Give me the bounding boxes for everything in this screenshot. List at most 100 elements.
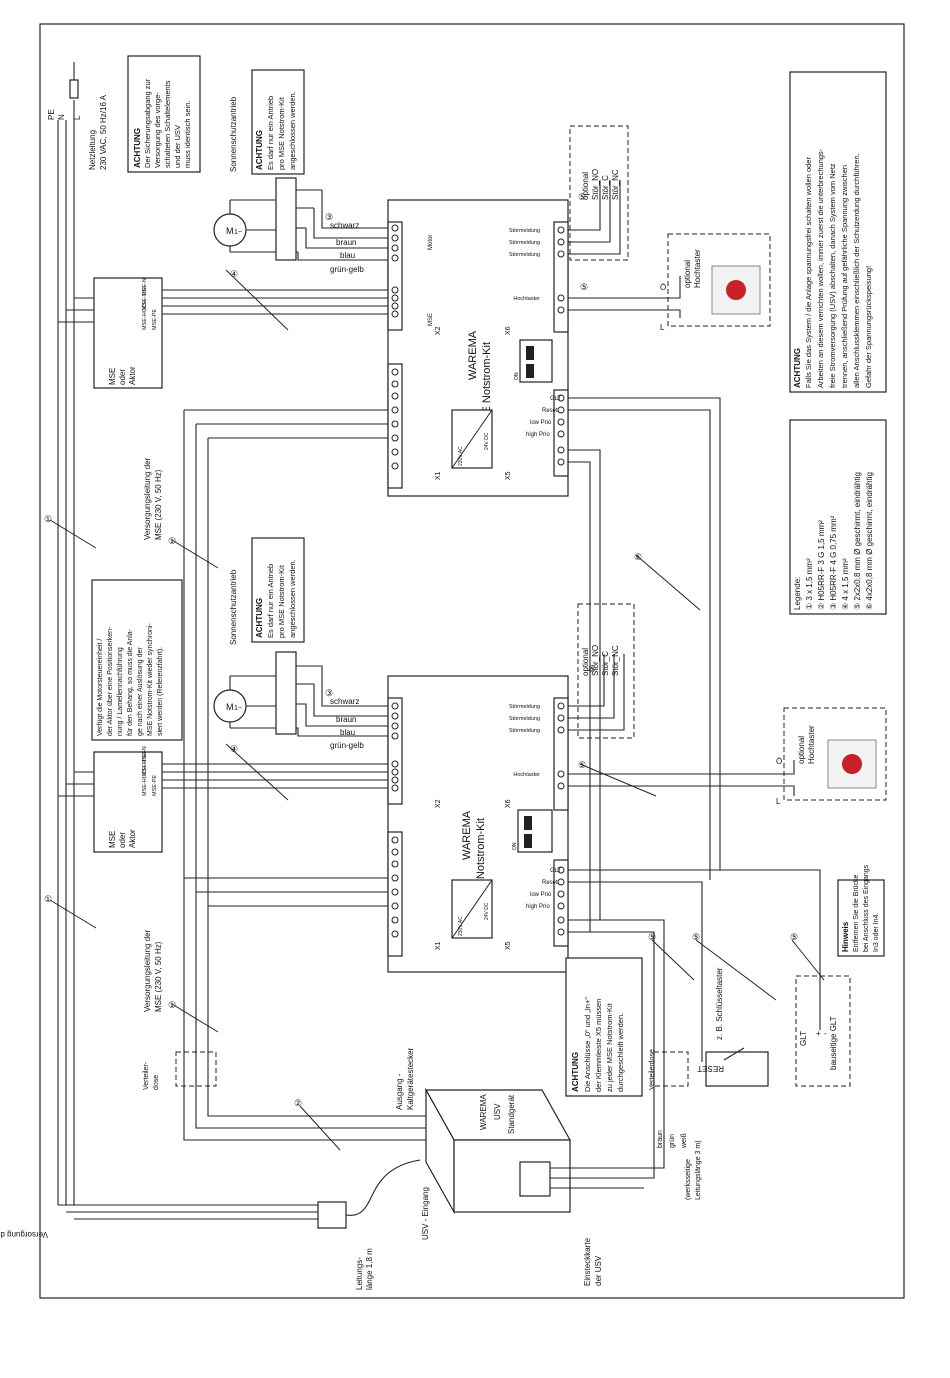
mains-pe-label: PE xyxy=(47,109,56,120)
x6-label: X6 xyxy=(505,799,512,808)
cable-length-label: Leitungs- xyxy=(355,1257,364,1290)
x2-label: X2 xyxy=(435,799,442,808)
x5-label: X5 xyxy=(505,471,512,480)
note-line: freie Stromversorgung (USV) abschalten, … xyxy=(828,163,837,388)
sheet-frame xyxy=(39,23,905,1299)
mse-term: MSE-HOCH xyxy=(142,766,148,796)
card-label: der USV xyxy=(594,1255,603,1286)
x5-pin: low Prio xyxy=(530,420,552,426)
note-line: zu jeder MSE Notstrom-Kit xyxy=(605,1002,614,1092)
unit-1: MSE oder Aktor MSE-HOCH MSE-TIEF MSE-N M… xyxy=(44,69,771,932)
x6-pin: Störmeldung xyxy=(509,728,540,734)
note-line: der Aktor über eine Positionserken- xyxy=(107,626,114,736)
button-title: optional xyxy=(683,260,692,288)
cable-ref-1: ① xyxy=(44,894,52,904)
note-line: In3 oder In4. xyxy=(873,913,880,952)
button-title: Hochtaster xyxy=(807,725,816,764)
note-line: pro MSE Notstrom-Kit xyxy=(277,564,286,638)
legend-item: ⑥ 4x2x0,8 mm Ø geschirmt, eindrähtig xyxy=(865,472,874,610)
kit-brand: WAREMA xyxy=(461,810,473,860)
distribution-box xyxy=(175,1051,217,1087)
note-title: ACHTUNG xyxy=(255,130,264,170)
mse-label: oder xyxy=(118,832,127,848)
card-label: Einsteckkarte xyxy=(583,1237,592,1286)
note-line: Es darf nur ein Antrieb xyxy=(266,96,275,170)
dip-s2 xyxy=(526,364,534,378)
note-achtung-main: ACHTUNG Falls Sie das System / die Anlag… xyxy=(789,71,887,393)
note-title: ACHTUNG xyxy=(793,348,802,388)
motor-letter: M xyxy=(226,702,234,712)
wire-black: schwarz xyxy=(330,697,359,706)
cable-ref-1: ① xyxy=(168,1000,176,1010)
note-achtung-x5: ACHTUNG Die Anschlüsse „0“ und „In+“ der… xyxy=(565,957,643,1097)
x5-pin: high Prio xyxy=(526,904,550,910)
drive-label: Sonnenschutzantrieb xyxy=(229,96,238,172)
ups-title: USV xyxy=(493,1103,502,1120)
mse-label: oder xyxy=(118,369,127,385)
note-achtung-drive xyxy=(251,69,305,175)
note-line: Verfügt die Motorsteuereinheit / xyxy=(97,639,104,736)
note-line: schalteten Schaltelements xyxy=(163,80,172,168)
ups-title: Standgerät xyxy=(507,1094,516,1134)
cable-ref-6: ⑥ xyxy=(634,552,642,562)
wire-blue: blau xyxy=(340,251,355,260)
cable-ref-5: ⑤ xyxy=(692,932,700,942)
x6-terminal-strip xyxy=(553,697,569,811)
supply-label: MSE (230 V, 50 Hz) xyxy=(154,469,163,540)
distribution-label: Verteilerdose xyxy=(649,1049,656,1090)
note-line: Der Sicherungsabgang zur xyxy=(143,78,152,168)
mse-box xyxy=(93,277,163,389)
psu-out: 24V DC xyxy=(484,432,490,450)
x5-terminal-strip xyxy=(553,389,569,477)
distribution-label: Verteiler- xyxy=(143,1061,150,1090)
mse-term: MSE-N xyxy=(142,278,148,296)
mains-l-label: L xyxy=(73,115,82,120)
mse-box xyxy=(93,751,163,853)
cable-ref-3: ③ xyxy=(325,212,333,222)
note-line: Gefahr der Spannungsrückspeisung! xyxy=(864,266,873,388)
dip-on: ON xyxy=(512,842,518,850)
note-line: und der USV xyxy=(173,125,182,168)
mains-n-label: N xyxy=(57,114,66,120)
note-line: pro MSE Notstrom-Kit xyxy=(277,96,286,170)
card-length: Leitungslänge 3 m) xyxy=(695,1140,702,1200)
note-line: der Klemmleiste X5 müssen xyxy=(594,999,603,1092)
x1-label: X1 xyxy=(435,941,442,950)
mse-label: Aktor xyxy=(128,366,137,385)
mains-fuse-icon xyxy=(69,79,79,99)
dip-on: ON xyxy=(514,372,520,380)
glt-minus: - xyxy=(824,1029,827,1038)
psu-in: 230V AC xyxy=(458,916,464,936)
wire-black: schwarz xyxy=(330,221,359,230)
mse-term: MSE-HOCH xyxy=(142,300,148,330)
x1-terminal-strip xyxy=(387,363,403,489)
x2-pin: MSE xyxy=(428,313,434,326)
motor-phase: 1~ xyxy=(234,229,242,236)
legend-item: ④ 4 x 1,5 mm² xyxy=(841,558,850,610)
note-line: ge nach einer Auslösung der xyxy=(137,647,144,736)
reset-key-switch: RESET z. B. Schlüsseltaster ⑤ ⑤ xyxy=(648,932,777,1087)
note-line: Die Anschlüsse „0“ und „In+“ xyxy=(583,997,592,1092)
motor-letter: M xyxy=(226,226,234,236)
note-line: für den Behang, so muss die Anla- xyxy=(127,628,134,736)
schuko-plug-icon xyxy=(317,1201,347,1229)
button-l: L xyxy=(660,323,665,332)
x5-terminal-strip xyxy=(553,859,569,947)
supply-label: Versorgungsleitung der xyxy=(143,457,152,540)
note-line: Versorgung des vorge- xyxy=(153,92,162,168)
x6-pin: Störmeldung xyxy=(509,704,540,710)
wire-green-yellow: grün-gelb xyxy=(330,265,364,274)
note-line: muss identisch sein. xyxy=(183,100,192,168)
x6-terminal-strip xyxy=(553,221,569,333)
note-line: Arbeiten an diesem verrichten wollen, im… xyxy=(816,148,825,388)
x6-pin: Hochtaster xyxy=(513,772,540,778)
note-title: ACHTUNG xyxy=(133,128,142,168)
note-line: bei Anschluss des Eingangs xyxy=(863,864,870,952)
x6-label: X6 xyxy=(505,326,512,335)
fault-relay-optional xyxy=(577,603,635,739)
hochtaster-optional xyxy=(783,707,887,801)
mains-rating: 230 VAC, 50 Hz/16 A xyxy=(99,94,108,170)
fault-line: Stör_C xyxy=(601,651,610,676)
button-title: optional xyxy=(797,736,806,764)
drive-connector xyxy=(275,177,297,261)
